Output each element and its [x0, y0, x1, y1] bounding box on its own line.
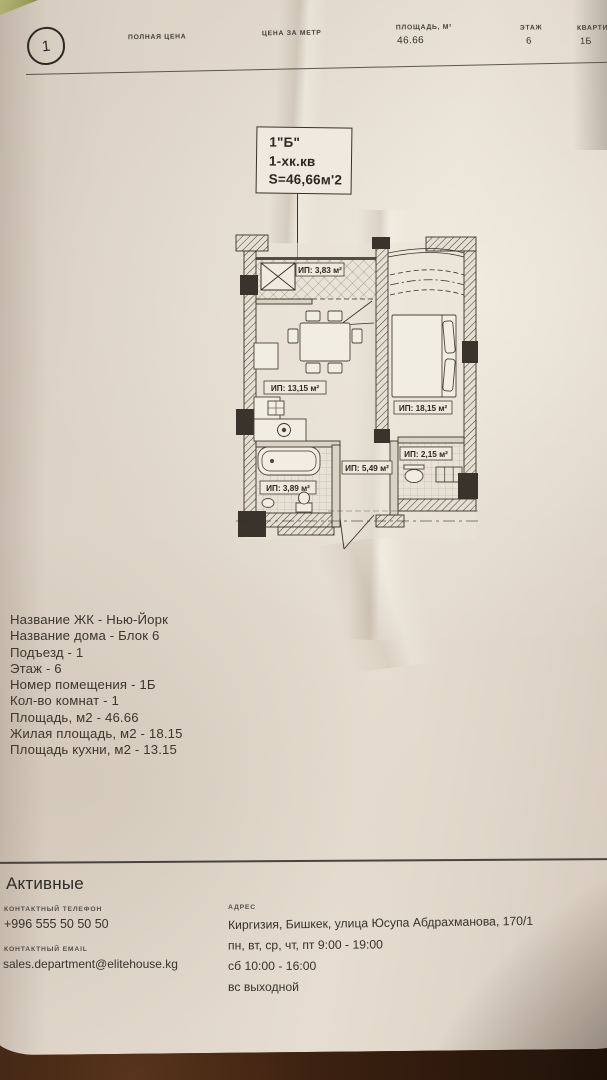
header-label-floor: ЭТАЖ: [519, 24, 543, 32]
room-label-kitchen: ИП: 13,15 м²: [271, 384, 320, 393]
email-value: sales.department@elitehouse.kg: [3, 957, 178, 971]
detail-line: Название дома - Блок 6: [10, 628, 160, 644]
detail-line: Кол-во комнат - 1: [10, 693, 119, 709]
header-label-full-price: ПОЛНАЯ ЦЕНА: [127, 33, 187, 42]
wardrobe-storage: [435, 466, 463, 483]
room-label-bedroom: ИП: 18,15 м²: [399, 404, 448, 413]
phone-label: КОНТАКТНЫЙ ТЕЛЕФОН: [4, 906, 103, 913]
room-label-bathroom: ИП: 3,89 м²: [266, 484, 310, 493]
kitchen-label-box: [263, 380, 327, 395]
detail-line: Жилая площадь, м2 - 18.15: [10, 726, 183, 742]
detail-line: Этаж - 6: [10, 660, 62, 676]
hours-saturday: сб 10:00 - 16:00: [228, 959, 317, 973]
bathroom-sink: [261, 498, 275, 508]
apartment-details: Название ЖК - Нью-Йорк Название дома - Б…: [10, 612, 183, 759]
dining-table: [287, 310, 363, 374]
hours-sunday: вс выходной: [228, 980, 299, 994]
toilet: [295, 491, 313, 513]
bed: [391, 314, 457, 398]
header-value-apartment: 1Б: [580, 35, 592, 46]
detail-line: Площадь, м2 - 46.66: [10, 709, 139, 725]
header-label-price-per-meter: ЦЕНА ЗА МЕТР: [261, 29, 322, 38]
callout-rooms: 1-хк.кв: [268, 153, 316, 169]
wardrobe-sink: [403, 464, 425, 483]
wardrobe-label-box: [399, 446, 453, 461]
address-label: АДРЕС: [228, 904, 256, 911]
floor-plan: ИП: 3,83 м² ИП: 18,15 м²: [235, 234, 478, 550]
apartment-callout: 1"Б" 1-хк.кв S=46,66м'2: [255, 126, 353, 195]
header-label-area: ПЛОЩАДЬ, М²: [395, 23, 453, 32]
ac-unit-box: [260, 262, 296, 291]
bedroom-label-box: [393, 400, 453, 415]
detail-line: Подъезд - 1: [10, 644, 84, 660]
callout-type: 1"Б": [269, 134, 301, 150]
kitchen-counter: [253, 396, 307, 442]
room-label-wardrobe: ИП: 2,15 м²: [404, 450, 448, 459]
header-label-apartment: КВАРТИР: [576, 24, 607, 32]
callout-leader-line: [297, 194, 299, 282]
bedroom-window: [387, 248, 465, 296]
detail-line: Площадь кухни, м2 - 13.15: [10, 742, 178, 758]
room-label-hall: ИП: 5,49 м²: [345, 464, 389, 473]
balcony-label-box: [295, 262, 345, 277]
footer-title: Активные: [6, 874, 84, 893]
hall-label-box: [341, 460, 393, 475]
room-label-balcony: ИП: 3,83 м²: [298, 266, 342, 275]
header-value-area: 46.66: [397, 35, 425, 47]
phone-value: +996 555 50 50 50: [4, 917, 109, 931]
bathroom-label-box: [259, 480, 317, 495]
email-label: КОНТАКТНЫЙ EMAIL: [4, 946, 88, 953]
plan-walls: [235, 234, 478, 537]
hours-weekdays: пн, вт, ср, чт, пт 9:00 - 19:00: [227, 937, 383, 953]
detail-line: Номер помещения - 1Б: [10, 677, 156, 693]
detail-line: Название ЖК - Нью-Йорк: [10, 612, 169, 627]
kitchen-sofa: [253, 342, 279, 370]
callout-area: S=46,66м'2: [268, 171, 343, 188]
balcony-window: [256, 257, 376, 260]
header-value-floor: 6: [526, 35, 532, 47]
bathtub: [257, 446, 321, 476]
